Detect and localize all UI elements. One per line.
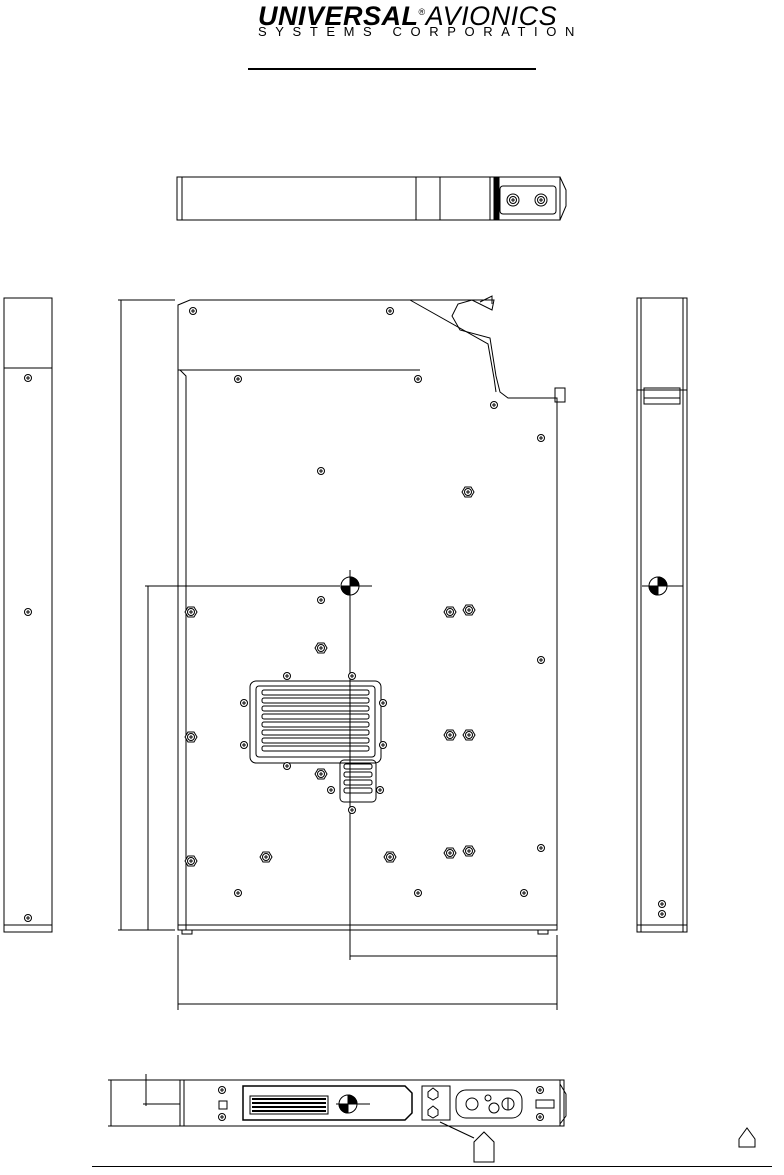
top-view [177, 177, 566, 220]
right-side-view [637, 298, 687, 932]
main-view [118, 296, 565, 1010]
rear-view [108, 1074, 566, 1138]
footer-rule [92, 1166, 772, 1167]
pentagon-marker-icon [739, 1128, 755, 1147]
left-side-view [4, 298, 52, 932]
pentagon-tag-icon [474, 1132, 494, 1162]
